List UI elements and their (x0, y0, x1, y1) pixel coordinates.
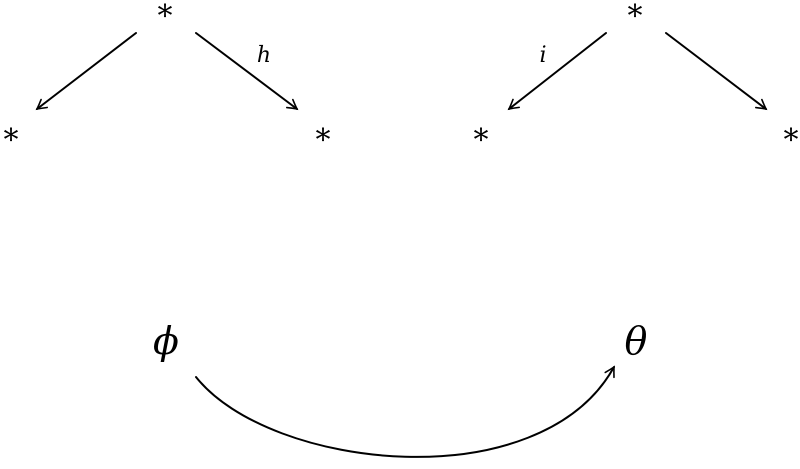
right-right-node: * (784, 123, 799, 158)
phi-to-theta-arrow (195, 365, 615, 458)
left-right-arrow (195, 32, 299, 111)
right-right-arrow (665, 32, 768, 111)
theta-node: θ (625, 319, 648, 363)
left-span: * * * h (4, 0, 331, 158)
right-span: * * * i (474, 0, 799, 158)
arrow-label-h: h (257, 43, 271, 68)
left-top-node: * (158, 0, 173, 34)
bottom-morphism: ϕ θ (153, 319, 648, 458)
left-left-arrow (35, 32, 137, 111)
right-top-node: * (628, 0, 643, 34)
right-left-arrow (507, 32, 607, 111)
left-right-node: * (316, 123, 331, 158)
right-left-node: * (474, 123, 489, 158)
left-left-node: * (4, 123, 19, 158)
arrow-label-i: i (539, 43, 546, 68)
phi-node: ϕ (153, 319, 179, 363)
